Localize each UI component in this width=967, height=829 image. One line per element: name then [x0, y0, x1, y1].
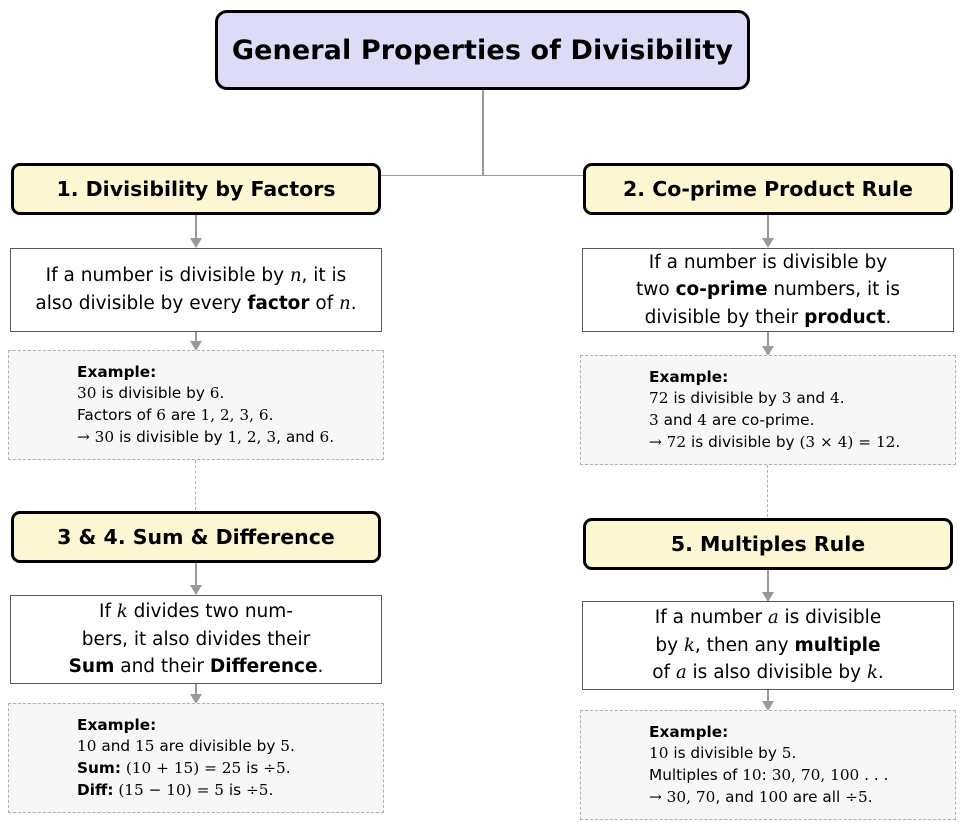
branch-content-2: If a number is divisible by two co-prime… — [582, 248, 954, 332]
branch-content-text-4: If a number a is divisible by k, then an… — [652, 604, 884, 687]
arrowhead-content-to-example-2 — [761, 346, 774, 356]
branch-example-4: Example: 10 is divisible by 5. Multiples… — [580, 710, 956, 820]
example-line: 3 and 4 are co-prime. — [649, 411, 815, 429]
content-line: If a number is divisible by — [648, 251, 888, 273]
connector-content-to-example-2 — [767, 332, 769, 350]
page-title: General Properties of Divisibility — [231, 34, 734, 66]
branch-header-label-1: 1. Divisibility by Factors — [56, 177, 336, 201]
example-line: → 30, 70, and 100 are all ÷5. — [649, 787, 873, 806]
connector-content-to-example-3 — [195, 684, 197, 698]
branch-content-text-3: If k divides two num- bers, it also divi… — [69, 598, 324, 680]
branch-content-3: If k divides two num- bers, it also divi… — [10, 595, 382, 684]
diagram-title-box: General Properties of Divisibility — [215, 10, 750, 90]
branch-content-text-2: If a number is divisible by two co-prime… — [636, 249, 900, 331]
branch-header-2[interactable]: 2. Co-prime Product Rule — [583, 163, 953, 215]
example-label-4: Example: — [649, 722, 729, 741]
connector-header-to-content-3 — [195, 563, 197, 589]
branch-example-1: Example: 30 is divisible by 6. Factors o… — [8, 350, 384, 460]
branch-header-label-2: 2. Co-prime Product Rule — [623, 177, 913, 201]
example-line: Sum: (10 + 15) = 25 is ÷5. — [77, 759, 291, 777]
arrowhead-header-to-content-4 — [761, 592, 774, 602]
arrowhead-header-to-content-1 — [189, 238, 202, 248]
example-line: Factors of 6 are 1, 2, 3, 6. — [77, 406, 274, 424]
connector-example-to-next-1 — [195, 460, 196, 510]
content-line: bers, it also divides their — [81, 628, 311, 650]
branch-header-4[interactable]: 5. Multiples Rule — [583, 518, 953, 570]
connector-content-to-example-4 — [767, 690, 769, 706]
content-line: If a number a is divisible — [654, 607, 882, 629]
content-line: divisible by their product. — [644, 306, 892, 328]
connector-title-stem — [482, 89, 484, 176]
example-line: 10 is divisible by 5. — [649, 744, 797, 763]
branch-example-3: Example: 10 and 15 are divisible by 5. S… — [8, 703, 384, 813]
content-line: two co-prime numbers, it is — [635, 279, 901, 301]
branch-content-1: If a number is divisible by n, it is als… — [10, 248, 382, 332]
branch-content-4: If a number a is divisible by k, then an… — [582, 601, 954, 690]
branch-content-text-1: If a number is divisible by n, it is als… — [35, 262, 356, 317]
arrowhead-content-to-example-3 — [189, 694, 202, 704]
connector-split-bar — [117, 174, 846, 177]
example-line: → 72 is divisible by (3 × 4) = 12. — [649, 432, 901, 451]
connector-example-to-next-2 — [767, 465, 768, 517]
branch-header-3[interactable]: 3 & 4. Sum & Difference — [11, 511, 381, 563]
branch-header-1[interactable]: 1. Divisibility by Factors — [11, 163, 381, 215]
example-line: 30 is divisible by 6. — [77, 384, 225, 403]
arrowhead-content-to-example-4 — [761, 701, 774, 711]
content-line: If a number is divisible by n, it is — [45, 265, 347, 287]
content-line: also divisible by every factor of n. — [35, 293, 357, 314]
example-label-2: Example: — [649, 367, 729, 386]
connector-header-to-content-4 — [767, 570, 769, 596]
example-label-1: Example: — [77, 362, 157, 381]
example-line: → 30 is divisible by 1, 2, 3, and 6. — [77, 427, 335, 446]
content-line: by k, then any multiple — [655, 634, 881, 656]
branch-header-label-3: 3 & 4. Sum & Difference — [57, 525, 335, 549]
arrowhead-header-to-content-2 — [761, 238, 774, 248]
example-line: Multiples of 10: 30, 70, 100 . . . — [649, 766, 889, 784]
branch-example-2: Example: 72 is divisible by 3 and 4. 3 a… — [580, 355, 956, 465]
content-line: If k divides two num- — [99, 601, 293, 623]
branch-header-label-4: 5. Multiples Rule — [670, 532, 866, 556]
content-line: Sum and their Difference. — [68, 656, 324, 678]
arrowhead-header-to-content-3 — [189, 585, 202, 595]
example-line: 72 is divisible by 3 and 4. — [649, 389, 845, 408]
example-line: Diff: (15 − 10) = 5 is ÷5. — [77, 780, 274, 799]
content-line: of a is also divisible by k. — [652, 662, 884, 684]
example-label-3: Example: — [77, 715, 157, 734]
connector-header-to-content-2 — [767, 215, 769, 242]
arrowhead-content-to-example-1 — [189, 341, 202, 351]
connector-header-to-content-1 — [195, 215, 197, 242]
connector-content-to-example-1 — [195, 331, 197, 345]
example-line: 10 and 15 are divisible by 5. — [77, 737, 295, 756]
